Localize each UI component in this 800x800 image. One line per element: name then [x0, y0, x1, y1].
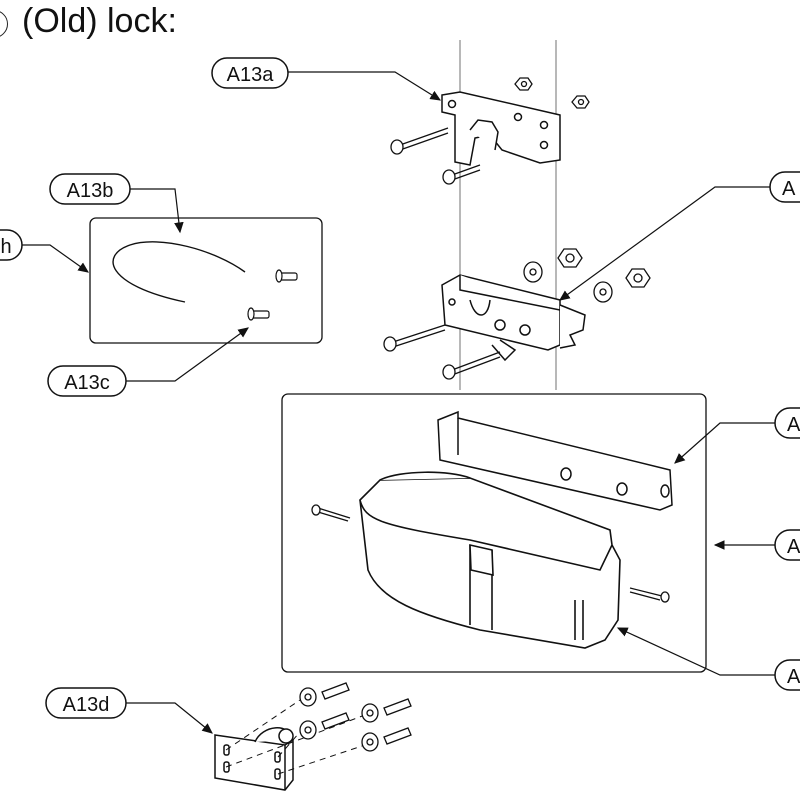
washer-icon — [523, 261, 613, 303]
cable-icon — [112, 241, 246, 303]
callout-a13a-label: A13a — [227, 64, 275, 86]
callout-a13d-label: A13d — [63, 694, 110, 716]
callout-right-2-label: A — [787, 414, 800, 436]
screw-icon — [311, 504, 351, 522]
cable-kit-box — [89, 217, 323, 344]
callout-h: h — [0, 229, 89, 273]
latch-assembly — [441, 274, 586, 362]
nut-icon — [557, 248, 651, 288]
washer-icon — [299, 687, 379, 752]
bolt-icon — [390, 127, 449, 155]
callout-a13a: A13a — [211, 57, 442, 101]
screw-icon — [321, 682, 412, 745]
callout-a13c-label: A13c — [64, 372, 110, 394]
callout-a13b: A13b — [49, 173, 184, 234]
callout-right-4: A — [616, 627, 800, 691]
callout-right-top: A — [559, 171, 800, 301]
assembly-guide-lines — [225, 699, 366, 775]
callout-h-label: h — [0, 236, 11, 258]
upper-bracket-a13a — [441, 91, 561, 166]
callout-right-4-label: A — [787, 666, 800, 688]
screw-icon — [629, 587, 670, 603]
bolt-icon — [442, 164, 481, 185]
callout-a13c: A13c — [47, 327, 249, 397]
callout-right-3-label: A — [787, 536, 800, 558]
callout-right-3: A — [713, 529, 800, 561]
lock-cover-housing — [359, 471, 621, 649]
nut-icon — [514, 77, 590, 109]
screw-icon — [247, 307, 270, 321]
mounting-plate-a13d — [214, 727, 294, 791]
cover-kit-box — [281, 393, 707, 673]
page-title-text: (Old) lock: — [22, 2, 177, 40]
callout-a13b-label: A13b — [67, 180, 114, 202]
cover-mounting-bar — [437, 410, 673, 511]
callout-a13d: A13d — [45, 687, 213, 734]
callout-right-2: A — [674, 407, 800, 464]
bolt-icon — [383, 324, 446, 352]
screw-icon — [275, 269, 298, 283]
bolt-icon — [442, 351, 501, 380]
callout-right-top-label: A — [782, 178, 796, 200]
